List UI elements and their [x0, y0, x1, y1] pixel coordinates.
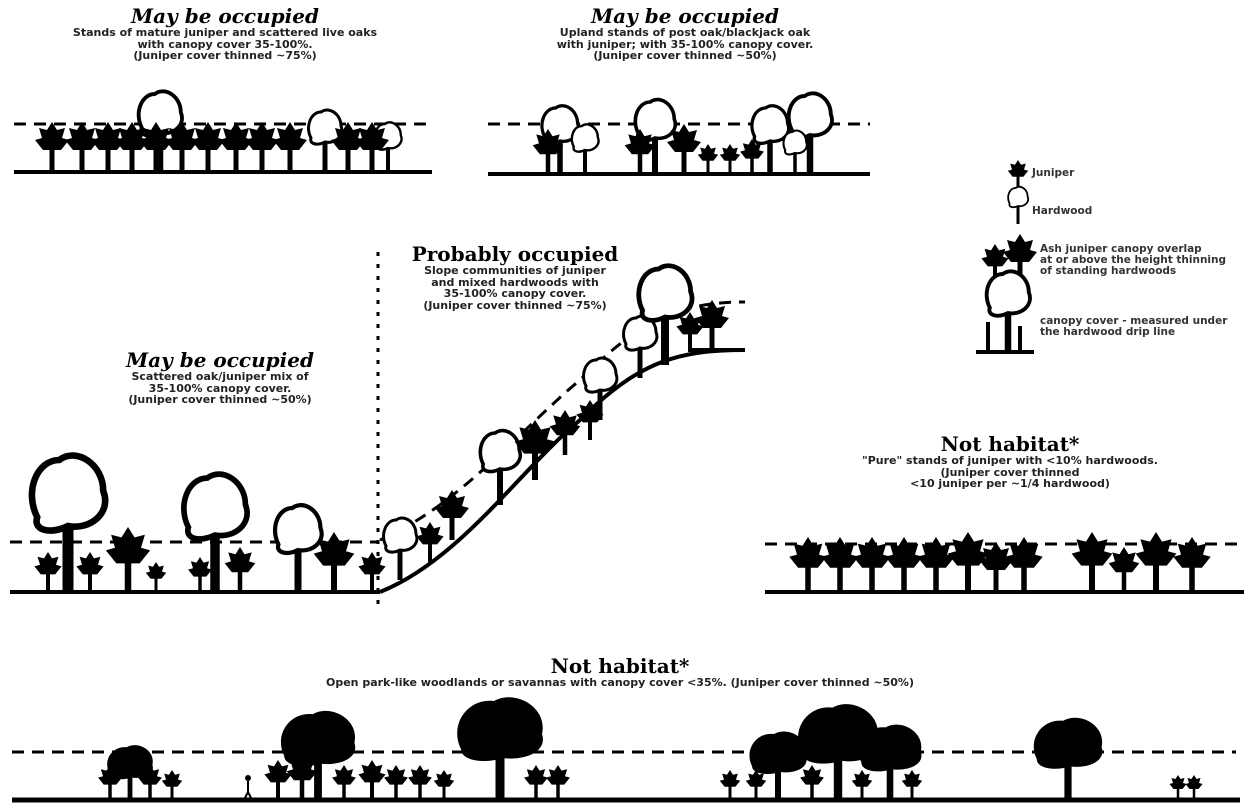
panel-description-line: (Juniper cover thinned	[940, 465, 1080, 479]
panel-description-line: with juniper; with 35-100% canopy cover.	[556, 37, 814, 51]
legend-hardwood-icon	[1007, 185, 1030, 225]
legend-line: at or above the height thinning	[1040, 254, 1227, 267]
panel-description-line: (Juniper cover thinned ~50%)	[593, 49, 777, 63]
panel-title: Probably occupied	[411, 242, 619, 266]
panel-description-line: (Juniper cover thinned ~75%)	[423, 298, 607, 312]
panel-description-line: 35-100% canopy cover.	[443, 287, 587, 301]
panel-bottom-caption: Not habitat* Open park-like woodlands or…	[200, 656, 1040, 689]
legend-line: Ash juniper canopy overlap	[1040, 243, 1202, 255]
panel-slope-caption: Probably occupied Slope communities of j…	[395, 244, 635, 311]
legend-line: the hardwood drip line	[1040, 326, 1176, 339]
panel-description-line: Slope communities of juniper	[424, 264, 606, 277]
panel-middle-left-caption: May be occupied Scattered oak/juniper mi…	[70, 350, 370, 406]
panel-description-line: Upland stands of post oak/blackjack oak	[559, 26, 811, 39]
panel-title: Not habitat*	[940, 432, 1080, 456]
panel-description-line: and mixed hardwoods with	[431, 275, 599, 289]
panel-title: Not habitat*	[550, 654, 690, 678]
panel-title: May be occupied	[131, 4, 319, 28]
legend-juniper-icon	[1007, 160, 1029, 190]
panel-right-scene	[765, 532, 1244, 594]
panel-middle-scene	[10, 252, 746, 612]
panel-description-line: (Juniper cover thinned ~50%)	[128, 393, 312, 407]
legend-hardwood-label: Hardwood	[1032, 205, 1093, 217]
panel-top-middle-scene	[488, 91, 870, 176]
panel-description-line: Scattered oak/juniper mix of	[131, 370, 309, 383]
panel-description-line: Open park-like woodlands or savannas wit…	[325, 676, 914, 689]
panel-bottom-scene	[12, 697, 1240, 803]
panel-top-middle-caption: May be occupied Upland stands of post oa…	[500, 6, 870, 62]
panel-top-left-scene	[14, 89, 432, 174]
legend-hardwood-canopy-icon	[976, 269, 1034, 354]
legend-hardwood-canopy-label: canopy cover - measured under the hardwo…	[1040, 315, 1240, 339]
panel-description-line: Stands of mature juniper and scattered l…	[72, 26, 378, 39]
panel-top-left-caption: May be occupied Stands of mature juniper…	[40, 6, 410, 62]
panel-right-caption: Not habitat* "Pure" stands of juniper wi…	[820, 434, 1200, 490]
legend-juniper-label: Juniper	[1032, 167, 1075, 179]
legend-dense-canopy-label: Ash juniper canopy overlap at or above t…	[1040, 243, 1240, 278]
panel-description-line: "Pure" stands of juniper with <10% hardw…	[861, 454, 1158, 467]
panel-description-line: 35-100% canopy cover.	[148, 381, 292, 395]
panel-description-line: <10 juniper per ~1/4 hardwood)	[910, 477, 1110, 491]
legend-graphics	[976, 160, 1037, 354]
person-icon	[243, 775, 253, 801]
legend-line: canopy cover - measured under	[1040, 315, 1228, 327]
panel-title: May be occupied	[591, 4, 779, 28]
panel-description-line: with canopy cover 35-100%.	[137, 37, 313, 51]
legend-line: of standing hardwoods	[1040, 265, 1177, 278]
panel-description-line: (Juniper cover thinned ~75%)	[133, 49, 317, 63]
panel-title: May be occupied	[126, 348, 314, 372]
